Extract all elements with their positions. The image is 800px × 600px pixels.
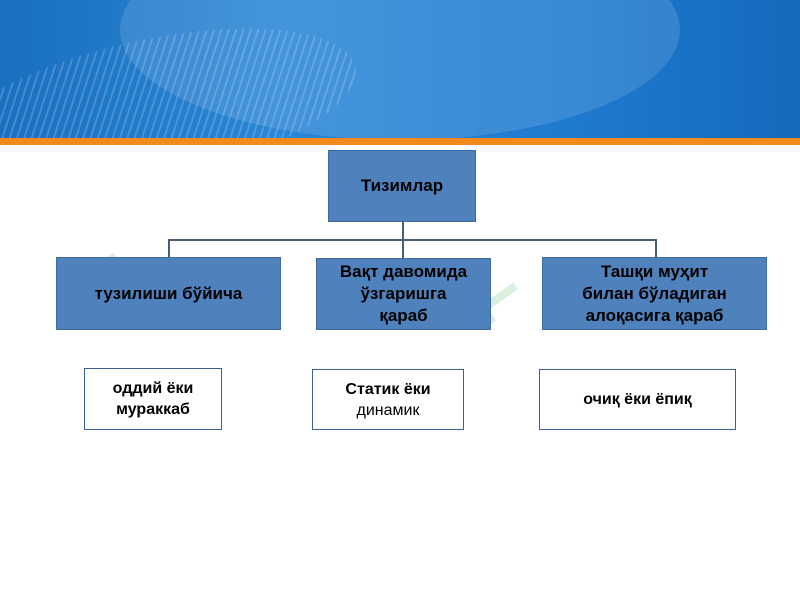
example-node-simple-complex: оддий ёки мураккаб <box>84 368 222 430</box>
slide-header-banner <box>0 0 800 138</box>
connector-right-drop <box>655 239 657 257</box>
root-node: Тизимлар <box>328 150 476 222</box>
connector-horizontal <box>168 239 656 241</box>
example-node-static-dynamic: Статик ёки динамик <box>312 369 464 430</box>
category-node-label: Ташқи муҳит <box>600 261 709 281</box>
example-node-label: мураккаб <box>116 401 190 418</box>
connector-middle-drop <box>402 239 404 258</box>
example-node-label: очиқ ёки ёпиқ <box>583 391 692 408</box>
example-node-label: оддий ёки <box>112 380 194 397</box>
category-node-label: қараб <box>379 306 428 325</box>
category-node-environment-relation: Ташқи муҳит билан бўладиган алоқасига қа… <box>542 257 767 330</box>
category-node-label: Вақт давомида <box>339 262 468 281</box>
category-node-structure: тузилиши бўйича <box>56 257 281 330</box>
category-node-label: билан бўладиган <box>582 283 727 303</box>
category-node-time-change: Вақт давомида ўзгаришга қараб <box>316 258 491 330</box>
connector-root-down <box>402 222 404 240</box>
example-node-label: Статик ёки <box>345 380 431 398</box>
header-accent-stripe <box>0 138 800 145</box>
connector-left-drop <box>168 239 170 257</box>
category-node-label: ўзгаришга <box>360 284 447 303</box>
example-node-label: динамик <box>356 401 420 419</box>
root-node-label: Тизимлар <box>360 176 444 195</box>
example-node-open-closed: очиқ ёки ёпиқ <box>539 369 736 430</box>
category-node-label: тузилиши бўйича <box>94 283 243 303</box>
category-node-label: алоқасига қараб <box>585 305 724 325</box>
